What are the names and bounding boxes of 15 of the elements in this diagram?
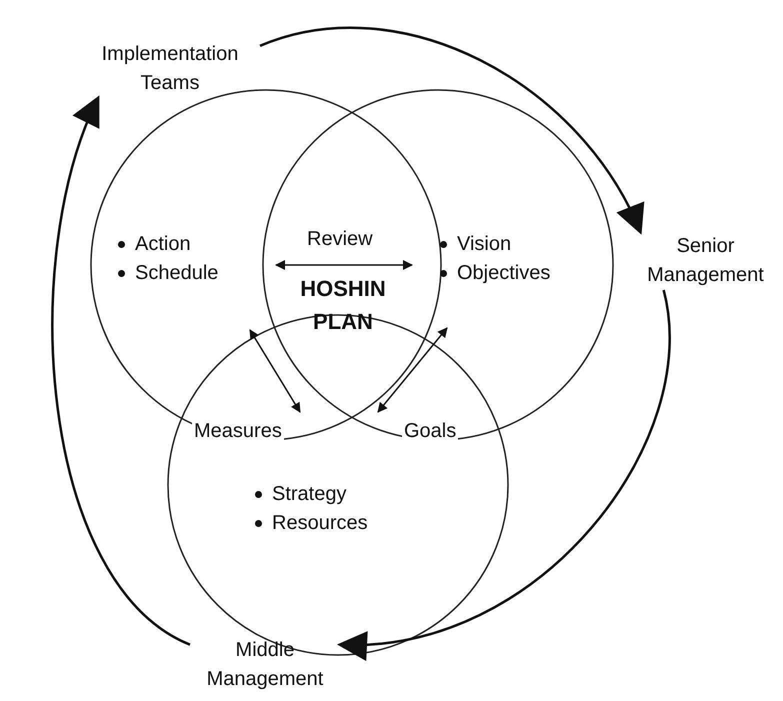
role-label: Senior Management bbox=[628, 232, 783, 290]
overlap-label: Measures bbox=[192, 420, 284, 443]
list-item: Strategy bbox=[272, 483, 346, 506]
list-item: Objectives bbox=[457, 262, 550, 285]
list-item: Vision bbox=[457, 233, 512, 256]
role-label: Implementation Teams bbox=[80, 40, 260, 98]
overlap-label: Goals bbox=[402, 420, 458, 443]
list-item: Resources bbox=[272, 512, 368, 535]
list-item: Action bbox=[135, 233, 191, 256]
cycle-arrow bbox=[337, 290, 671, 659]
center-title: HOSHIN PLAN bbox=[288, 272, 398, 338]
role-label: Middle Management bbox=[190, 636, 340, 694]
cycle-arrow bbox=[260, 27, 642, 235]
cycle-arrow bbox=[52, 95, 191, 646]
list-item: Schedule bbox=[135, 262, 218, 285]
